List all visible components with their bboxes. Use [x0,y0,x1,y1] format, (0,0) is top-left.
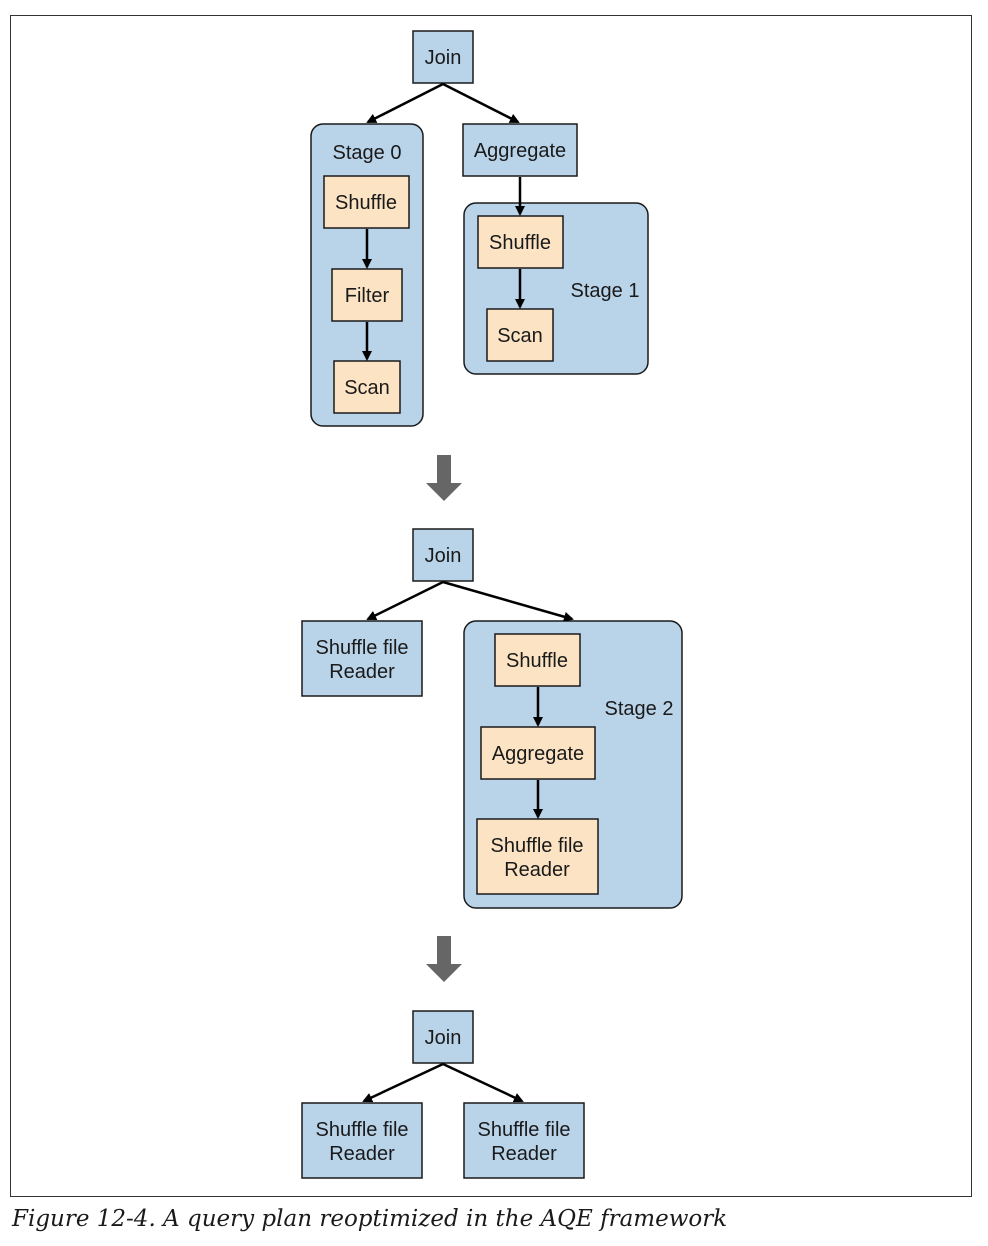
join-node-bottom [412,1010,474,1064]
join-node-top [412,30,474,84]
stage-2-aggregate-node [480,726,596,780]
stage-0-shuffle-node [323,175,410,229]
figure-frame [10,15,972,1197]
stage-2-shuffle-file-reader-node [476,818,599,895]
stage-2-aggregate-label: Aggregate [492,743,584,765]
stage-1-scan-label: Scan [497,325,543,347]
aggregate-label-top: Aggregate [474,140,566,162]
stage-2-shuffle-node [494,633,581,687]
bottom-right-reader-line2: Reader [491,1143,557,1165]
stage-2-label: Stage 2 [605,698,674,720]
stage-1-scan-node [486,308,554,362]
stage-1-shuffle-label: Shuffle [489,232,551,254]
stage-1-label: Stage 1 [571,280,640,302]
stage-2-shuffle-label: Shuffle [506,650,568,672]
section-2-arrows [366,580,574,819]
bottom-left-reader-line2: Reader [329,1143,395,1165]
shuffle-file-reader-node-bottom-right [463,1102,585,1179]
transition-arrow-1 [426,455,462,501]
stage-2-reader-line1: Shuffle file [490,835,583,857]
bottom-left-reader-line1: Shuffle file [315,1119,408,1141]
shuffle-file-reader-middle-line1: Shuffle file [315,637,408,659]
join-label-top: Join [425,47,462,69]
shuffle-file-reader-node-middle [301,620,423,697]
join-node-middle [412,528,474,582]
stage-0-filter-label: Filter [345,285,390,307]
section-3-arrows [362,1062,524,1103]
stage-1-shuffle-node [477,215,564,269]
bottom-right-reader-line1: Shuffle file [477,1119,570,1141]
figure-caption: Figure 12-4. A query plan reoptimized in… [12,1206,728,1232]
stage-0-filter-node [331,268,403,322]
stage-0-scan-node [333,360,401,414]
join-label-middle: Join [425,545,462,567]
shuffle-file-reader-middle-line2: Reader [329,661,395,683]
stage-0-shuffle-label: Shuffle [335,192,397,214]
section-1-arrows [362,82,525,361]
shuffle-file-reader-node-bottom-left [301,1102,423,1179]
aggregate-node-top [462,123,578,177]
stage-0-label: Stage 0 [333,142,402,164]
stage-2-reader-line2: Reader [504,859,570,881]
stage-0-scan-label: Scan [344,377,390,399]
join-label-bottom: Join [425,1027,462,1049]
transition-arrow-2 [426,936,462,982]
